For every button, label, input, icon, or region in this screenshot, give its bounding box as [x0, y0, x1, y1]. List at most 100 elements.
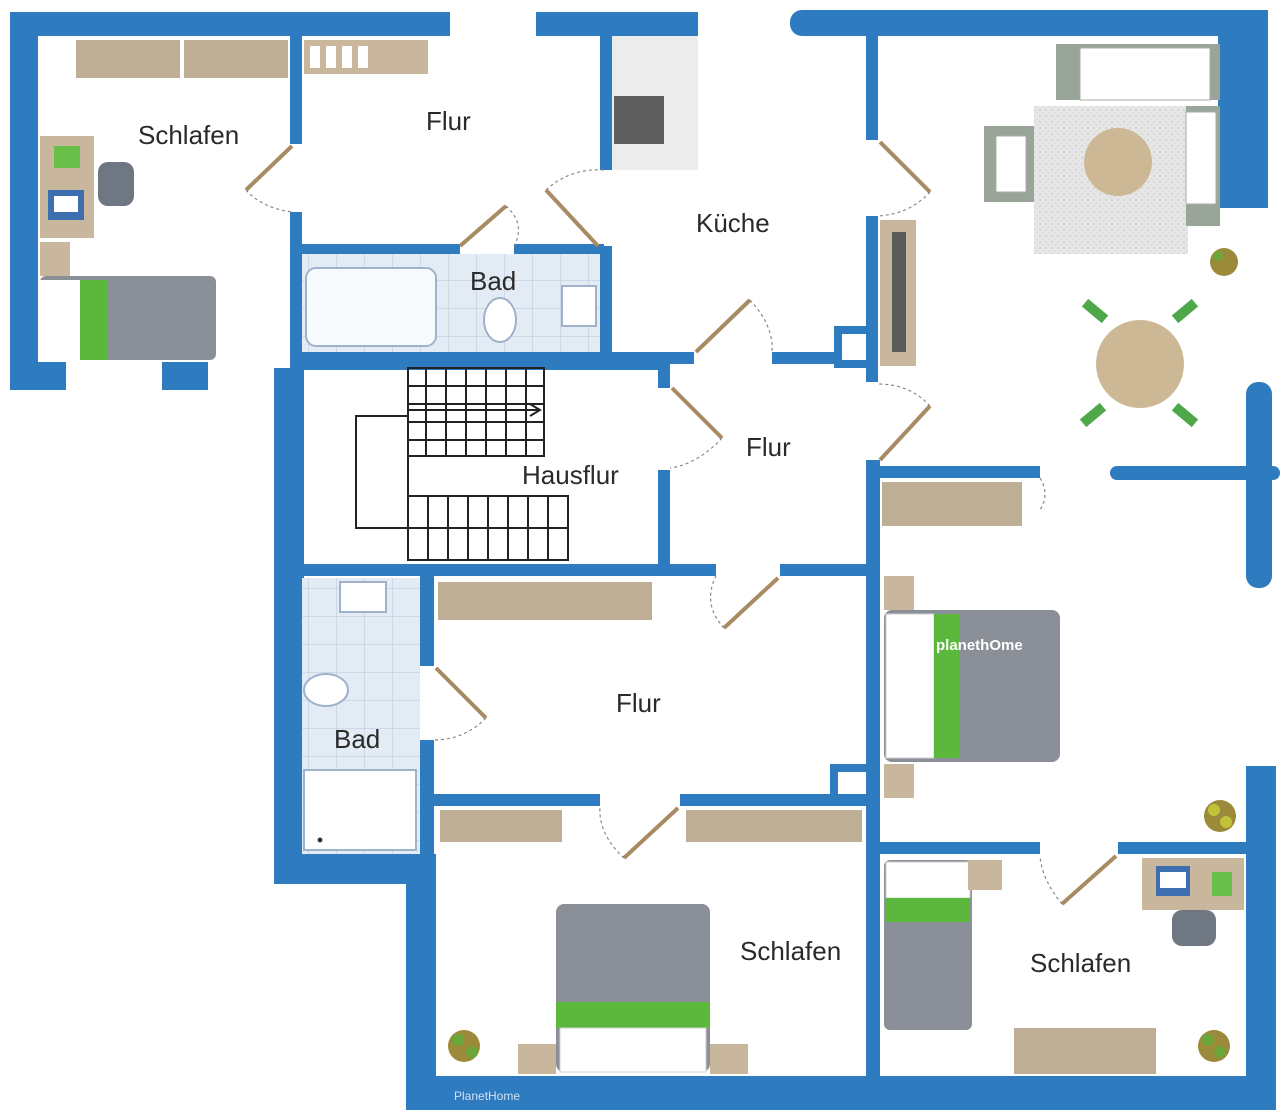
room-label-flur-mid: Flur [746, 432, 791, 462]
room-label-flur-main: Flur [616, 688, 661, 718]
room-label-flur-top: Flur [426, 106, 471, 136]
plant-icon [448, 1030, 480, 1062]
wall [300, 244, 460, 254]
door-swing [749, 299, 773, 353]
wall [1218, 10, 1268, 208]
stair-landing [355, 415, 409, 529]
laptop-screen [54, 196, 78, 212]
plant-icon [1204, 800, 1236, 832]
wall [1110, 466, 1280, 480]
wardrobe [686, 810, 862, 842]
bed-sheet [885, 613, 935, 759]
wall [834, 326, 878, 368]
door-leaf [434, 666, 488, 720]
room-label-bad-left: Bad [334, 724, 380, 754]
bed-accent [556, 1002, 710, 1028]
room-label-schlafen-bottom: Schlafen [740, 936, 841, 966]
room-label-hausflur: Hausflur [522, 460, 619, 490]
door-leaf [244, 144, 294, 192]
washbasin [561, 285, 597, 327]
door-leaf [722, 576, 780, 630]
wall [536, 12, 698, 36]
wall [1246, 382, 1272, 588]
room-label-bad-top: Bad [470, 266, 516, 296]
wall [870, 466, 1040, 478]
monitor [54, 146, 80, 168]
nightstand [40, 242, 70, 276]
door-leaf [622, 806, 680, 860]
door-leaf [878, 404, 932, 462]
walls [10, 10, 1280, 1110]
bed-accent [80, 280, 108, 360]
sideboard [1014, 1028, 1156, 1074]
dining-chair [1081, 298, 1109, 324]
stair-arrow-head [529, 403, 542, 417]
wardrobe [882, 482, 1022, 526]
door-leaf [878, 140, 932, 194]
room-label-schlafen-se: Schlafen [1030, 948, 1131, 978]
wall [874, 842, 1040, 854]
nightstand [518, 1044, 556, 1074]
plant-leaf [466, 1046, 478, 1058]
door-swing [877, 383, 931, 407]
nightstand [884, 764, 914, 798]
shower-drain [317, 837, 323, 843]
stair-run-upper [407, 367, 545, 457]
dining-table [1096, 320, 1184, 408]
nightstand [710, 1044, 748, 1074]
bed-accent [886, 898, 970, 922]
nightstand [968, 860, 1002, 890]
coffee-table [1084, 128, 1152, 196]
door-swing [505, 205, 520, 247]
wall [420, 740, 434, 860]
stove [614, 96, 664, 144]
laptop-screen [1160, 872, 1186, 888]
bed-sheet [40, 280, 80, 360]
furniture-bath-left [302, 578, 420, 854]
dining-chair [1079, 402, 1107, 428]
door-swing [599, 805, 625, 859]
furniture-bedroom-se [884, 858, 1244, 1074]
furniture-living [984, 44, 1238, 428]
room-label-kueche: Küche [696, 208, 770, 238]
door-swing [1039, 855, 1063, 905]
footer-watermark: PlanetHome [454, 1089, 520, 1103]
monitor [1212, 872, 1232, 896]
door-swing [545, 169, 605, 191]
wall [10, 362, 66, 390]
wall [680, 794, 872, 806]
door-swing [669, 437, 723, 469]
wall [830, 764, 874, 802]
dining-chair [1171, 402, 1199, 428]
room-label-schlafen-nw: Schlafen [138, 120, 239, 150]
bed-accent [934, 614, 960, 758]
office-chair [1172, 910, 1216, 946]
wall [290, 36, 302, 144]
wall [274, 672, 302, 884]
armchair-seat [995, 135, 1027, 193]
door-leaf [670, 386, 724, 440]
bed-watermark: planethOme [936, 637, 1023, 654]
wardrobe [440, 810, 562, 842]
rack-slot [326, 46, 336, 68]
furniture-bath-top [302, 254, 600, 352]
rack-slot [310, 46, 320, 68]
wall [428, 794, 600, 806]
office-chair [98, 162, 134, 206]
plant-icon [1198, 1030, 1230, 1062]
bed-sheet [885, 861, 971, 899]
plant-leaf [452, 1034, 464, 1046]
wall [162, 362, 208, 390]
door-swing [245, 189, 293, 213]
plant-leaf [1202, 1034, 1214, 1046]
wall [600, 36, 612, 170]
door-leaf [1060, 854, 1118, 906]
plant-icon [1210, 248, 1238, 276]
sink [892, 232, 906, 352]
door-swing [1039, 477, 1046, 511]
wall [406, 1076, 1276, 1110]
wall [1246, 766, 1276, 1086]
doors [244, 140, 1118, 906]
wall [300, 362, 664, 370]
sofa-cushions [1079, 47, 1211, 101]
